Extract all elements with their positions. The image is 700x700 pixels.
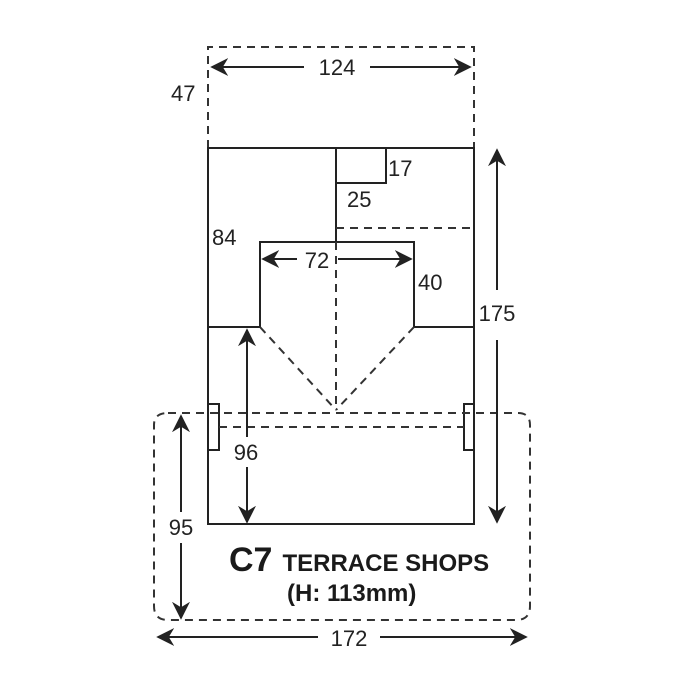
dim-base-height: 95: [169, 515, 193, 540]
dim-small-box-height: 17: [388, 156, 412, 181]
dim-base-width: 172: [331, 626, 368, 651]
dim-notch-depth: 40: [418, 270, 442, 295]
diagram-title: C7 TERRACE SHOPS: [229, 541, 489, 579]
dim-top-extension-height: 47: [171, 81, 195, 106]
dim-top-width: 124: [319, 55, 356, 80]
dim-notch-width: 72: [305, 248, 329, 273]
title-code: C7: [229, 541, 272, 579]
notch-guides: [259, 242, 415, 411]
dim-lower-height: 96: [234, 440, 258, 465]
title-name: TERRACE SHOPS: [282, 550, 489, 577]
dim-total-height: 175: [479, 301, 516, 326]
dimension-arrows: [156, 58, 528, 646]
interior-walls: [208, 147, 474, 328]
title-height-note: (H: 113mm): [287, 580, 416, 607]
dim-left-block-height: 84: [212, 225, 236, 250]
dim-small-box-width: 25: [347, 187, 371, 212]
